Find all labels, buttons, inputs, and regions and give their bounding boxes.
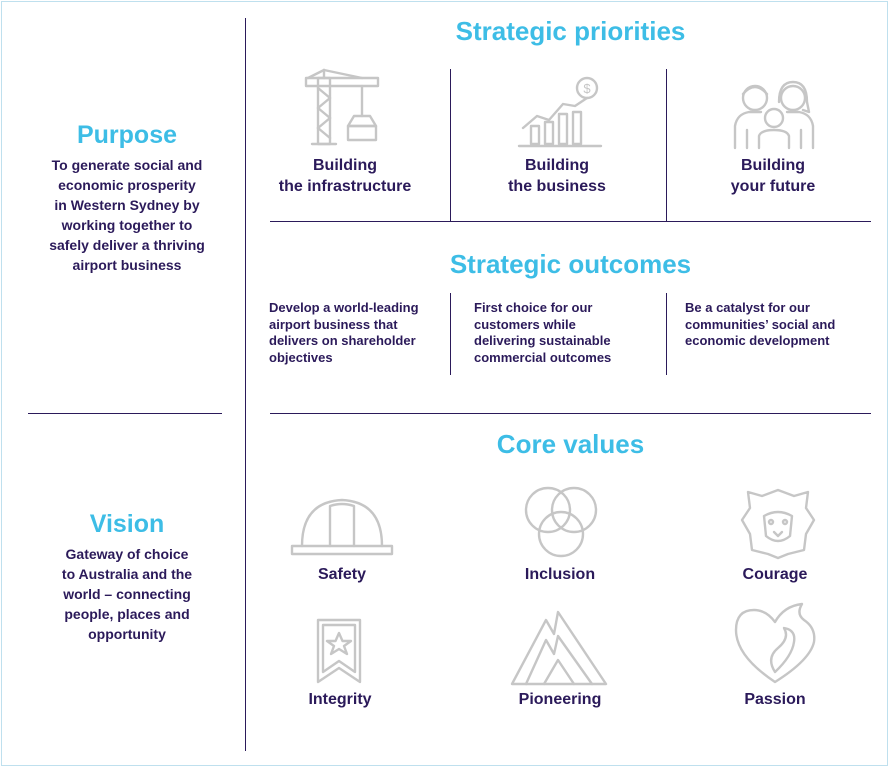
strategic-priorities-title: Strategic priorities: [455, 16, 686, 46]
lion-icon: [740, 488, 816, 560]
main-vertical-divider: [245, 18, 246, 751]
vision-title: Vision: [89, 510, 165, 538]
value-label-passion: Passion: [744, 691, 806, 708]
value-label-inclusion: Inclusion: [524, 566, 596, 583]
priority-label-infrastructure: Building the infrastructure: [278, 157, 412, 195]
crane-icon: [302, 68, 382, 146]
priority-label-future: Building your future: [730, 157, 816, 195]
outcomes-bottom-divider: [270, 413, 871, 414]
interlocking-circles-icon: [520, 482, 602, 562]
left-horizontal-divider: [28, 413, 222, 414]
value-label-pioneering: Pioneering: [518, 691, 602, 708]
growth-chart-icon: $: [517, 76, 603, 148]
purpose-title: Purpose: [76, 121, 178, 149]
priorities-bottom-divider: [270, 221, 871, 222]
strategic-outcomes-title: Strategic outcomes: [449, 249, 692, 279]
family-icon: [733, 76, 815, 150]
outcome-divider-2: [666, 293, 667, 375]
core-values-title: Core values: [496, 429, 645, 459]
mountain-icon: [508, 608, 610, 688]
priority-divider-2: [666, 69, 667, 221]
value-label-integrity: Integrity: [308, 691, 372, 708]
hard-hat-icon: [288, 496, 396, 558]
outcome-first-choice: First choice for our customers while del…: [474, 300, 612, 365]
purpose-text: To generate social and economic prosperi…: [49, 157, 205, 273]
heart-flame-icon: [732, 602, 818, 686]
svg-text:$: $: [583, 81, 591, 96]
star-banner-icon: [314, 616, 364, 686]
value-label-courage: Courage: [742, 566, 808, 583]
outcome-world-leading: Develop a world-leading airport business…: [269, 300, 419, 365]
priority-divider-1: [450, 69, 451, 221]
priority-label-business: Building the business: [508, 157, 606, 195]
outcome-catalyst: Be a catalyst for our communities’ socia…: [685, 300, 836, 348]
vision-text: Gateway of choice to Australia and the w…: [61, 546, 193, 642]
outcome-divider-1: [450, 293, 451, 375]
value-label-safety: Safety: [317, 566, 367, 583]
